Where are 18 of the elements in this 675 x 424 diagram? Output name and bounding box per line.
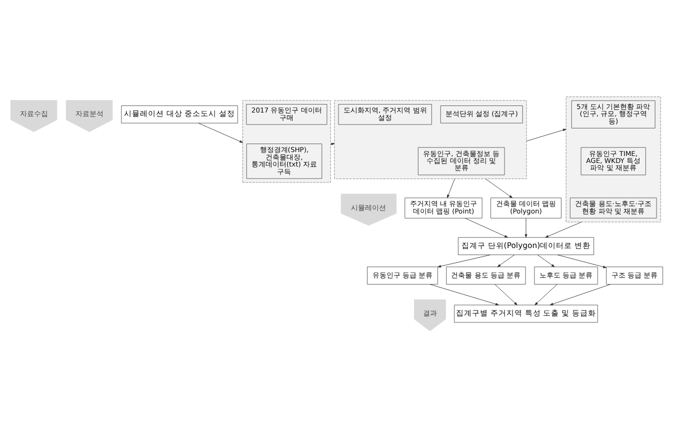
arrow [545, 222, 582, 238]
arrow [550, 284, 611, 306]
arrow [497, 254, 515, 268]
arrow [438, 254, 491, 268]
arrow [330, 142, 335, 146]
arrow [464, 218, 508, 238]
arrow [537, 254, 555, 268]
arrow [557, 254, 606, 268]
arrow [526, 128, 566, 142]
arrow [534, 284, 558, 306]
arrow [430, 284, 499, 306]
cluster [566, 96, 661, 222]
arrow [485, 178, 513, 198]
arrow [447, 178, 455, 198]
arrow [198, 122, 243, 143]
arrow [524, 218, 528, 238]
arrow [494, 284, 518, 306]
cluster [334, 100, 527, 180]
